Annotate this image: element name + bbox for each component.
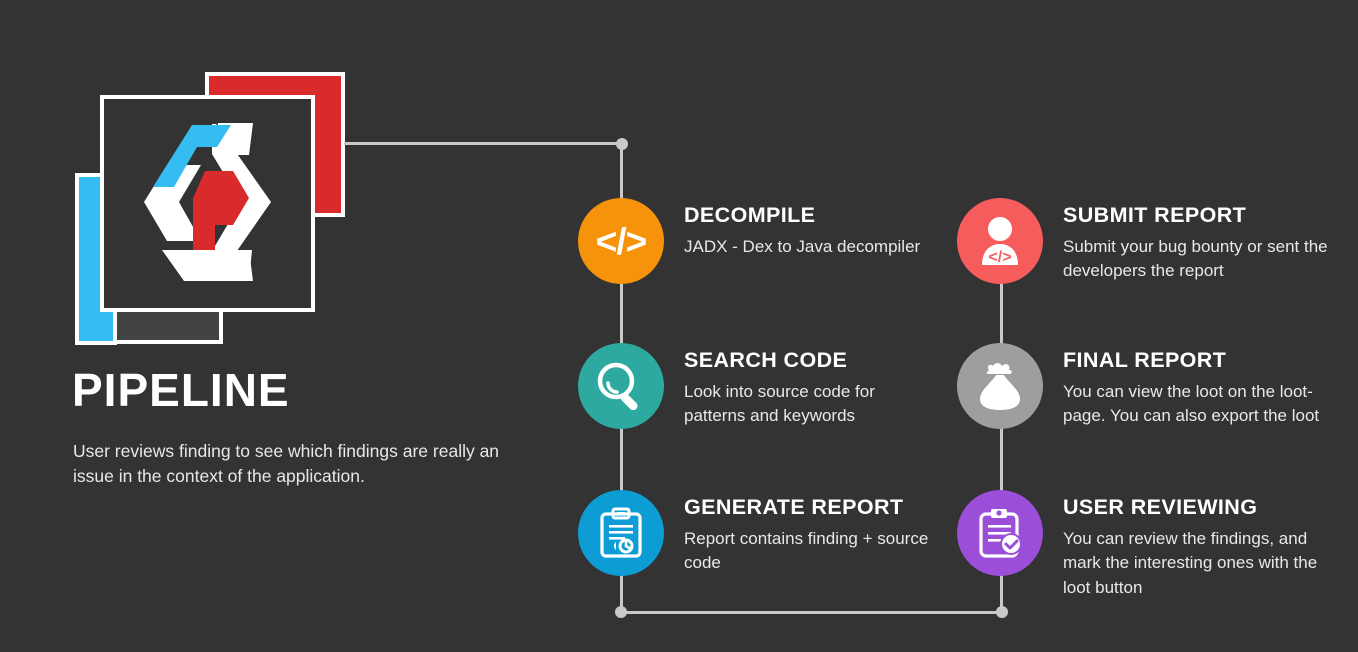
user-reviewing-icon-bubble [957,490,1043,576]
magnifier-icon [597,362,638,411]
pipeline-step-search-code[interactable]: SEARCH CODE Look into source code for pa… [578,343,934,429]
generate-report-title: GENERATE REPORT [684,495,904,519]
svg-text:</>: </> [988,249,1011,266]
generate-report-description: Report contains finding + source code [684,528,929,573]
page-title: PIPELINE [72,364,290,416]
search-code-description: Look into source code for patterns and k… [684,381,875,426]
connector-logo-to-left-column [344,142,623,145]
developer-person-code-icon: </> [982,217,1018,266]
logo-hexagon-mark [100,95,315,312]
generate-report-icon-bubble [578,490,664,576]
search-code-title: SEARCH CODE [684,348,848,372]
generate-report-text-block: GENERATE REPORT Report contains finding … [684,490,934,576]
connector-dot-bottom-left [615,606,627,618]
pipeline-step-user-reviewing[interactable]: USER REVIEWING You can review the findin… [957,490,1328,601]
pipeline-step-final-report[interactable]: FINAL REPORT You can view the loot on th… [957,343,1323,429]
submit-report-description: Submit your bug bounty or sent the devel… [1063,236,1328,281]
submit-report-icon-bubble: </> [957,198,1043,284]
final-report-description: You can view the loot on the loot-page. … [1063,381,1320,426]
pipeline-step-generate-report[interactable]: GENERATE REPORT Report contains finding … [578,490,934,576]
pipeline-step-submit-report[interactable]: </> SUBMIT REPORT Submit your bug bounty… [957,198,1333,284]
user-reviewing-title: USER REVIEWING [1063,495,1258,519]
submit-report-text-block: SUBMIT REPORT Submit your bug bounty or … [1063,198,1333,284]
decompile-icon-bubble: </> [578,198,664,284]
connector-dot-top-left [616,138,628,150]
final-report-title: FINAL REPORT [1063,348,1227,372]
user-reviewing-text-block: USER REVIEWING You can review the findin… [1063,490,1328,601]
page-subtitle: User reviews finding to see which findin… [73,441,500,487]
final-report-text-block: FINAL REPORT You can view the loot on th… [1063,343,1323,429]
decompile-title: DECOMPILE [684,203,816,227]
loot-bag-icon [980,363,1020,410]
user-reviewing-description: You can review the findings, and mark th… [1063,528,1318,597]
pipeline-step-decompile[interactable]: </> DECOMPILE JADX - Dex to Java decompi… [578,198,964,284]
search-code-text-block: SEARCH CODE Look into source code for pa… [684,343,934,429]
decompile-text-block: DECOMPILE JADX - Dex to Java decompiler [684,198,964,259]
clipboard-chart-icon [600,507,642,558]
app-logo [70,65,360,350]
search-code-icon-bubble [578,343,664,429]
decompile-description: JADX - Dex to Java decompiler [684,236,921,256]
submit-report-title: SUBMIT REPORT [1063,203,1247,227]
final-report-icon-bubble [957,343,1043,429]
connector-bottom-bridge [620,611,1002,614]
code-brackets-icon: </> [595,220,647,262]
connector-dot-bottom-right [996,606,1008,618]
clipboard-check-icon [979,509,1022,558]
